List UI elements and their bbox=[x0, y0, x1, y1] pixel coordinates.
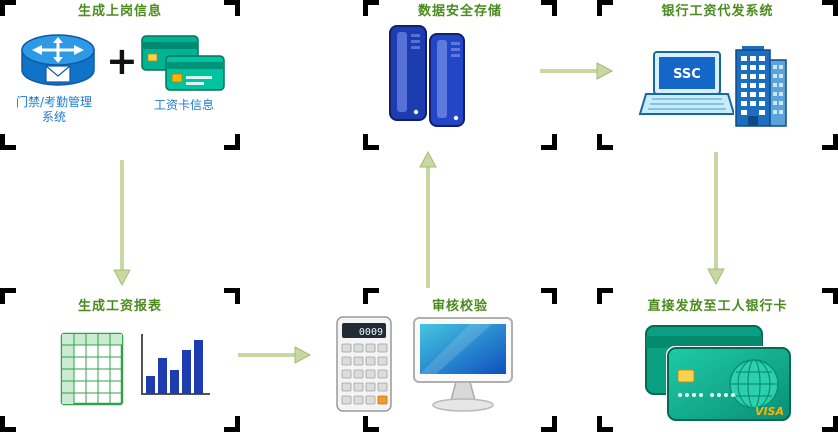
panel-title-direct-to-worker-card: 直接发放至工人银行卡 bbox=[647, 299, 788, 314]
router-icon bbox=[14, 26, 102, 94]
corner-mark bbox=[541, 288, 557, 304]
panel-title-payroll-report: 生成工资报表 bbox=[77, 299, 162, 314]
panel-title-audit-check: 审核校验 bbox=[431, 299, 488, 314]
corner-mark bbox=[363, 416, 379, 432]
corner-mark bbox=[0, 134, 16, 150]
plus-sign: + bbox=[106, 39, 138, 83]
corner-mark bbox=[822, 288, 838, 304]
corner-mark bbox=[541, 416, 557, 432]
panel-title-secure-storage: 数据安全存储 bbox=[417, 4, 502, 19]
arrow-audit-to-storage bbox=[419, 150, 437, 288]
corner-mark bbox=[224, 0, 240, 16]
corner-mark bbox=[0, 0, 16, 16]
router-arrows-icon bbox=[32, 37, 84, 63]
corner-mark bbox=[363, 288, 379, 304]
corner-mark bbox=[224, 416, 240, 432]
corner-mark bbox=[0, 288, 16, 304]
bank-cards-icon bbox=[140, 34, 228, 94]
corner-mark bbox=[822, 0, 838, 16]
corner-mark bbox=[541, 0, 557, 16]
corner-mark bbox=[224, 134, 240, 150]
visa-logo: VISA bbox=[755, 405, 784, 418]
corner-mark bbox=[597, 288, 613, 304]
corner-mark bbox=[224, 288, 240, 304]
corner-mark bbox=[822, 134, 838, 150]
arrow-storage-to-bank bbox=[540, 62, 614, 80]
laptop-icon: SSC bbox=[638, 50, 734, 126]
bar-chart-icon bbox=[134, 330, 214, 404]
laptop-screen-text: SSC bbox=[673, 67, 701, 82]
salary-card-label: 工资卡信息 bbox=[153, 98, 214, 112]
arrow-report-to-audit bbox=[238, 346, 312, 364]
calculator-icon: 0009 bbox=[336, 316, 392, 412]
corner-mark bbox=[822, 416, 838, 432]
corner-mark bbox=[541, 134, 557, 150]
arrow-bank-to-worker-card bbox=[707, 152, 725, 286]
imac-monitor-icon bbox=[412, 316, 514, 418]
calculator-display: 0009 bbox=[359, 327, 383, 338]
attendance-system-label: 门禁/考勤管理系统 bbox=[15, 95, 93, 124]
envelope-icon bbox=[45, 65, 71, 83]
corner-mark bbox=[363, 0, 379, 16]
corner-mark bbox=[597, 0, 613, 16]
office-building-icon bbox=[734, 44, 792, 128]
corner-mark bbox=[0, 416, 16, 432]
panel-title-generate-onboarding: 生成上岗信息 bbox=[77, 4, 162, 19]
storage-servers-icon bbox=[386, 24, 470, 128]
spreadsheet-icon bbox=[60, 332, 124, 406]
globe-icon bbox=[729, 359, 779, 409]
panel-title-bank-payroll-system: 银行工资代发系统 bbox=[661, 4, 774, 19]
worker-bank-cards-icon: VISA bbox=[642, 324, 800, 424]
arrow-onboarding-to-report bbox=[113, 160, 131, 287]
corner-mark bbox=[363, 134, 379, 150]
corner-mark bbox=[597, 416, 613, 432]
corner-mark bbox=[597, 134, 613, 150]
